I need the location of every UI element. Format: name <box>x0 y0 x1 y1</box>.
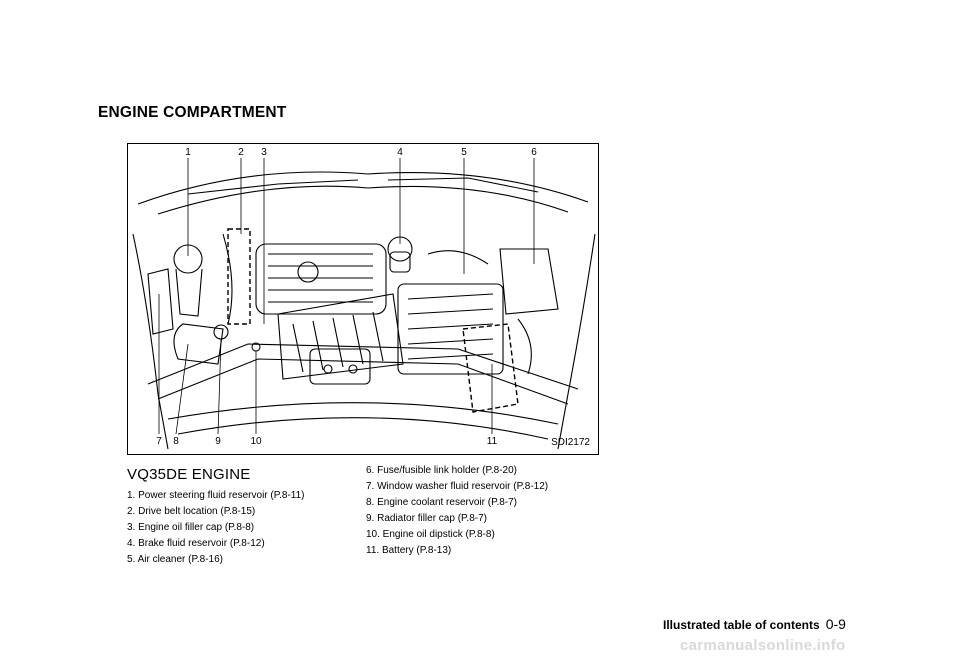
callout-6: 6 <box>531 147 537 158</box>
figure-code: SDI2172 <box>551 437 590 448</box>
list-item: 6. Fuse/fusible link holder (P.8-20) <box>366 465 518 476</box>
page-number: 0-9 <box>825 616 846 632</box>
list-item: 7. Window washer fluid reservoir (P.8-12… <box>366 481 549 492</box>
callout-2: 2 <box>238 147 244 158</box>
watermark: carmanualsonline.info <box>680 637 846 654</box>
list-item: 11. Battery (P.8-13) <box>366 545 452 556</box>
parts-list-right: 6. Fuse/fusible link holder (P.8-20) 7. … <box>366 463 548 559</box>
callout-8: 8 <box>173 436 179 447</box>
list-item: 8. Engine coolant reservoir (P.8-7) <box>366 497 518 508</box>
footer-title: Illustrated table of contents <box>663 618 820 632</box>
parts-list-left: 1. Power steering fluid reservoir (P.8-1… <box>127 488 305 568</box>
list-item: 10. Engine oil dipstick (P.8-8) <box>366 529 495 540</box>
list-item: 2. Drive belt location (P.8-15) <box>127 506 256 517</box>
engine-illustration <box>132 158 596 450</box>
page-heading: ENGINE COMPARTMENT <box>98 104 287 121</box>
list-item: 3. Engine oil filler cap (P.8-8) <box>127 522 255 533</box>
callout-9: 9 <box>215 436 221 447</box>
callout-1: 1 <box>185 147 191 158</box>
callout-11: 11 <box>486 436 498 447</box>
callout-10: 10 <box>250 436 262 447</box>
callout-5: 5 <box>461 147 467 158</box>
list-item: 4. Brake fluid reservoir (P.8-12) <box>127 538 265 549</box>
callout-3: 3 <box>261 147 267 158</box>
callout-7: 7 <box>156 436 162 447</box>
list-item: 5. Air cleaner (P.8-16) <box>127 554 223 565</box>
callout-4: 4 <box>397 147 403 158</box>
list-item: 9. Radiator filler cap (P.8-7) <box>366 513 487 524</box>
list-item: 1. Power steering fluid reservoir (P.8-1… <box>127 490 305 501</box>
section-title: VQ35DE ENGINE <box>127 466 251 483</box>
page-footer: Illustrated table of contents 0-9 <box>663 616 846 632</box>
engine-compartment-figure: 1 2 3 4 5 6 7 8 9 10 11 SDI2172 <box>127 143 599 455</box>
